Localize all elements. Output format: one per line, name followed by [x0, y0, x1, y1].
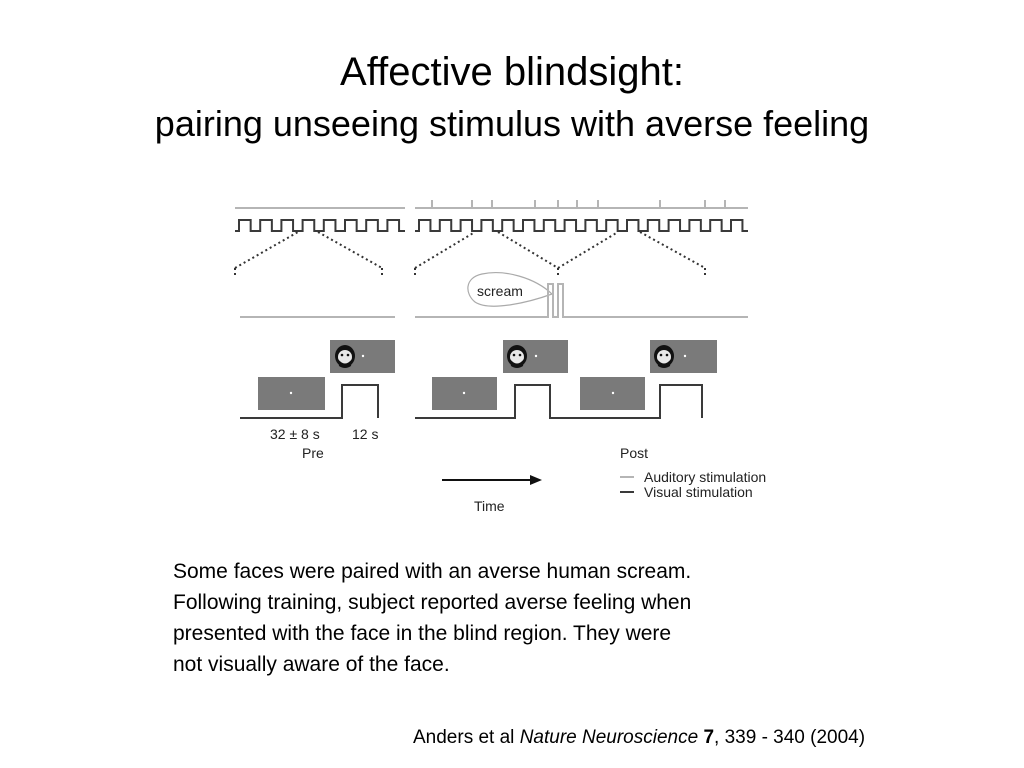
scream-ticks	[431, 200, 726, 208]
caption-line: Some faces were paired with an averse hu…	[173, 560, 692, 583]
experiment-timeline-diagram: scream	[234, 200, 766, 514]
citation-volume: 7	[703, 727, 715, 748]
visual-traces	[240, 384, 703, 419]
blank-panel-post-1	[432, 377, 497, 410]
slide-title: Affective blindsight:	[340, 50, 684, 94]
caption-line: presented with the face in the blind reg…	[173, 622, 672, 645]
blank-panel-pre	[258, 377, 325, 410]
citation-journal: Nature Neuroscience	[519, 727, 699, 748]
scream-label: scream	[477, 283, 523, 299]
time-label: Time	[474, 498, 505, 514]
face-panel-post-1	[503, 340, 568, 373]
legend-visual-label: Visual stimulation	[644, 484, 753, 500]
phase-post-label: Post	[620, 445, 648, 461]
face-icon	[654, 345, 674, 368]
caption: Some faces were paired with an averse hu…	[173, 556, 853, 680]
legend: Auditory stimulation Visual stimulation	[620, 469, 766, 500]
stimulus-duration-label: 12 s	[352, 426, 378, 442]
face-panel-pre	[330, 340, 395, 373]
legend-auditory-label: Auditory stimulation	[644, 469, 766, 485]
pulse-train-post	[415, 219, 748, 232]
zoom-lines	[234, 231, 706, 278]
citation-pages: , 339 - 340 (2004)	[714, 727, 866, 748]
face-icon	[507, 345, 527, 368]
pulse-train-pre	[235, 219, 405, 232]
citation-authors: Anders et al	[413, 727, 515, 748]
auditory-traces	[240, 283, 748, 318]
blank-panel-post-2	[580, 377, 645, 410]
phase-pre-label: Pre	[302, 445, 324, 461]
caption-line: Following training, subject reported ave…	[173, 591, 692, 614]
stimulus-panels	[258, 340, 717, 410]
baseline-duration-label: 32 ± 8 s	[270, 426, 320, 442]
face-icon	[335, 345, 355, 368]
citation: Anders et al Nature Neuroscience 7, 339 …	[413, 726, 865, 750]
face-panel-post-2	[650, 340, 717, 373]
slide-subtitle: pairing unseeing stimulus with averse fe…	[154, 103, 870, 144]
time-arrow	[442, 475, 542, 485]
scream-bubble: scream	[467, 272, 554, 307]
caption-line: not visually aware of the face.	[173, 653, 450, 676]
